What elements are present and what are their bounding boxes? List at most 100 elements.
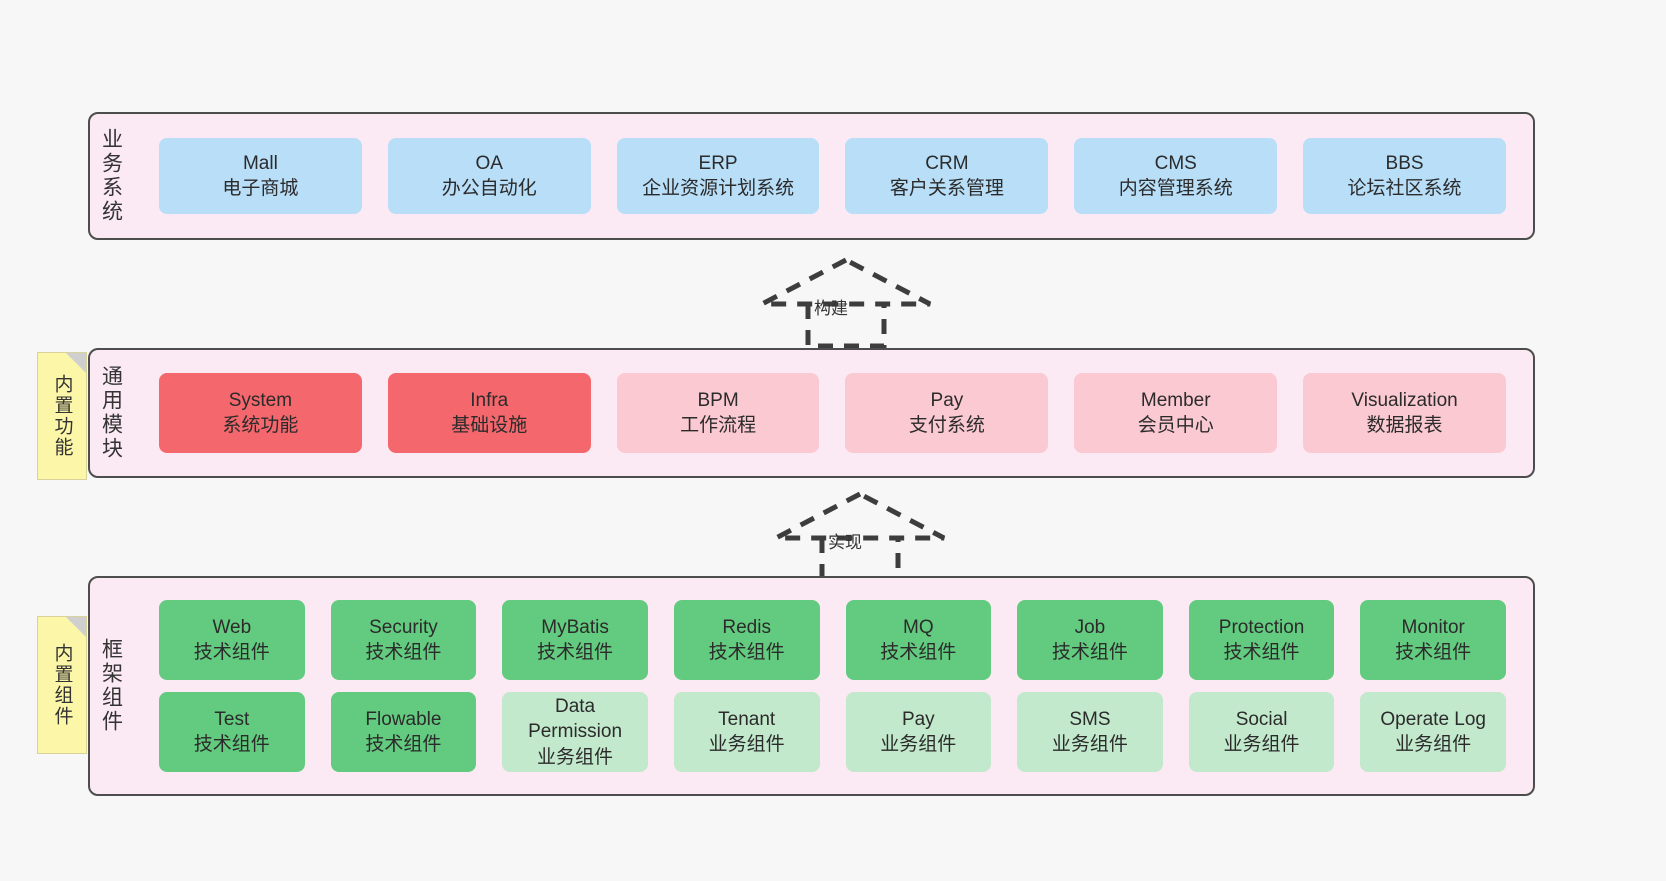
module-box-sms[interactable]: SMS 业务组件 [1017, 692, 1163, 772]
module-box-web[interactable]: Web 技术组件 [159, 600, 305, 680]
module-box-title: Test [214, 708, 250, 730]
module-box-subtitle: 技术组件 [1223, 642, 1300, 663]
arrow-build: 构建 [756, 256, 936, 349]
module-box-subtitle: 论坛社区系统 [1347, 178, 1462, 199]
module-box-title: System [228, 389, 293, 411]
module-box-subtitle: 技术组件 [365, 734, 442, 755]
module-box-subtitle: 数据报表 [1366, 415, 1443, 436]
module-box-security[interactable]: Security 技术组件 [330, 600, 477, 680]
module-box-title: Tenant [718, 708, 776, 730]
module-box-mq[interactable]: MQ 技术组件 [845, 600, 992, 680]
module-box-job[interactable]: Job 技术组件 [1017, 600, 1163, 680]
module-box-subtitle: 技术组件 [1051, 642, 1128, 663]
module-box-subtitle: 技术组件 [193, 734, 270, 755]
module-box-flowable[interactable]: Flowable 技术组件 [330, 692, 477, 772]
module-box-mall[interactable]: Mall 电子商城 [159, 138, 362, 214]
layer-common-modules-title: 通用模块 [99, 365, 123, 461]
module-box-system[interactable]: System 系统功能 [159, 373, 362, 453]
module-box-monitor[interactable]: Monitor 技术组件 [1360, 600, 1506, 680]
module-box-subtitle: 业务组件 [1395, 734, 1472, 755]
module-box-redis[interactable]: Redis 技术组件 [673, 600, 820, 680]
module-box-member[interactable]: Member 会员中心 [1074, 373, 1278, 453]
layer-business-system-body: Mall 电子商城 OA 办公自动化 ERP 企业资源计划系统 CRM 客户关系… [132, 114, 1533, 238]
module-box-pay-business[interactable]: Pay 业务组件 [845, 692, 992, 772]
module-box-subtitle: 业务组件 [1223, 734, 1300, 755]
module-box-subtitle: 客户关系管理 [889, 178, 1004, 199]
module-box-title: Operate Log [1380, 708, 1486, 730]
module-box-subtitle: 支付系统 [908, 415, 985, 436]
module-box-tenant[interactable]: Tenant 业务组件 [673, 692, 820, 772]
module-box-visualization[interactable]: Visualization 数据报表 [1303, 373, 1506, 453]
module-box-subtitle: 系统功能 [222, 415, 299, 436]
layer-framework-components-body: Web 技术组件 Security 技术组件 MyBatis 技术组件 Redi… [132, 578, 1533, 794]
module-box-bpm[interactable]: BPM 工作流程 [616, 373, 820, 453]
module-box-bbs[interactable]: BBS 论坛社区系统 [1303, 138, 1506, 214]
note-builtin-features: 内置功能 [37, 352, 87, 480]
module-box-subtitle: 技术组件 [537, 642, 614, 663]
module-box-subtitle: 业务组件 [1051, 734, 1128, 755]
note-builtin-components: 内置组件 [37, 616, 87, 754]
module-box-title: BBS [1385, 152, 1424, 174]
module-box-title: BPM [697, 389, 739, 411]
module-box-subtitle: 业务组件 [708, 734, 785, 755]
module-box-subtitle: 技术组件 [193, 642, 270, 663]
module-box-subtitle: 技术组件 [708, 642, 785, 663]
module-box-subtitle: 办公自动化 [441, 178, 537, 199]
module-box-title: Security [369, 616, 438, 638]
module-box-subtitle: 工作流程 [680, 415, 757, 436]
module-box-subtitle: 业务组件 [880, 734, 957, 755]
module-box-title: Redis [722, 616, 771, 638]
module-box-subtitle: 会员中心 [1137, 415, 1214, 436]
layer-common-modules-body: System 系统功能 Infra 基础设施 BPM 工作流程 Pay 支付系统… [132, 350, 1533, 476]
module-box-social[interactable]: Social 业务组件 [1188, 692, 1335, 772]
module-box-test[interactable]: Test 技术组件 [159, 692, 305, 772]
arrow-implement-label: 实现 [828, 533, 862, 552]
module-box-title: CRM [925, 152, 969, 174]
module-box-crm[interactable]: CRM 客户关系管理 [845, 138, 1049, 214]
module-box-title: Visualization [1351, 389, 1458, 411]
module-box-subtitle: 技术组件 [365, 642, 442, 663]
module-box-pay[interactable]: Pay 支付系统 [845, 373, 1049, 453]
module-box-operate-log[interactable]: Operate Log 业务组件 [1360, 692, 1506, 772]
layer-business-system-title: 业务系统 [99, 128, 123, 224]
layer-framework-components: 框架组件 Web 技术组件 Security 技术组件 MyBatis 技术组件… [88, 576, 1535, 796]
arrow-build-label: 构建 [814, 299, 848, 318]
module-box-subtitle: 电子商城 [222, 178, 299, 199]
module-box-subtitle: 技术组件 [1395, 642, 1472, 663]
module-box-infra[interactable]: Infra 基础设施 [387, 373, 591, 453]
module-box-data-permission[interactable]: Data Permission 业务组件 [502, 692, 648, 772]
module-box-title: Monitor [1401, 616, 1465, 638]
module-box-subtitle: 内容管理系统 [1118, 178, 1233, 199]
module-box-title: Infra [470, 389, 509, 411]
module-box-subtitle: 基础设施 [451, 415, 528, 436]
layer-common-modules: 通用模块 System 系统功能 Infra 基础设施 BPM 工作流程 Pay… [88, 348, 1535, 478]
module-box-title: Member [1140, 389, 1211, 411]
module-box-title: MyBatis [541, 616, 609, 638]
module-box-title: Mall [242, 152, 278, 174]
module-box-title: OA [475, 152, 503, 174]
module-box-title: Job [1074, 616, 1106, 638]
module-box-mybatis[interactable]: MyBatis 技术组件 [502, 600, 648, 680]
module-box-subtitle: 技术组件 [880, 642, 957, 663]
module-box-title: MQ [903, 616, 934, 638]
module-box-title: Web [212, 616, 252, 638]
module-box-title: Social [1235, 708, 1288, 730]
arrow-stem [805, 304, 887, 349]
module-box-oa[interactable]: OA 办公自动化 [387, 138, 591, 214]
module-box-erp[interactable]: ERP 企业资源计划系统 [616, 138, 820, 214]
module-box-title: Pay [901, 708, 935, 730]
module-box-title: Data Permission [528, 696, 623, 743]
arrow-implement: 实现 [770, 490, 950, 583]
module-box-subtitle: 业务组件 [537, 746, 614, 768]
module-box-protection[interactable]: Protection 技术组件 [1188, 600, 1335, 680]
module-box-subtitle: 企业资源计划系统 [642, 178, 795, 199]
module-box-cms[interactable]: CMS 内容管理系统 [1074, 138, 1278, 214]
layer-framework-components-title: 框架组件 [99, 638, 123, 734]
module-box-title: CMS [1154, 152, 1197, 174]
module-box-title: SMS [1069, 708, 1111, 730]
framework-box-row-technical: Web 技术组件 Security 技术组件 MyBatis 技术组件 Redi… [146, 600, 1519, 680]
module-box-title: ERP [698, 152, 738, 174]
module-box-title: Protection [1218, 616, 1305, 638]
module-box-title: Flowable [365, 708, 442, 730]
